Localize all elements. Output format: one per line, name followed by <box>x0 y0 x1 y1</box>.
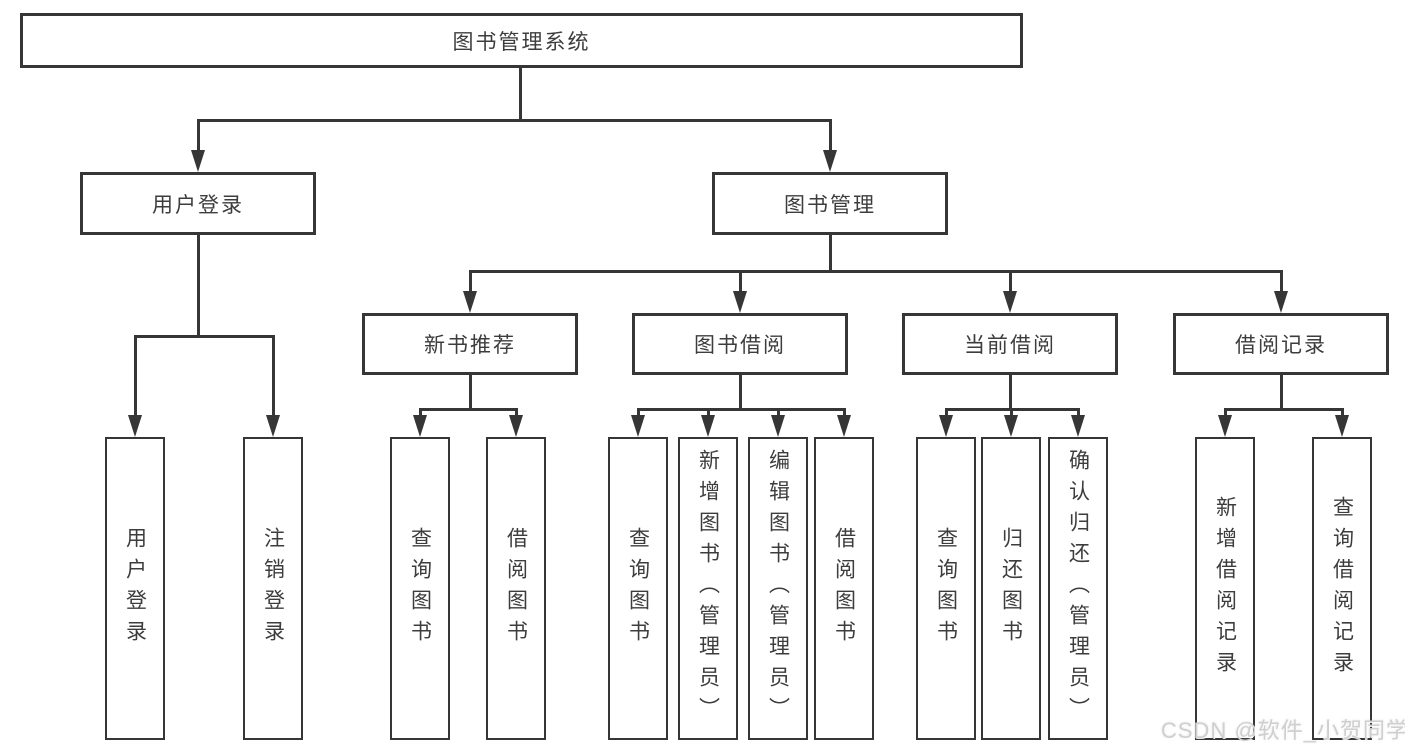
connector-line <box>637 408 640 420</box>
arrow-down-icon <box>631 415 645 437</box>
leaf-borrow-books-recommend: 借阅图书 <box>486 437 546 740</box>
connector-line <box>469 270 1283 273</box>
node-library-management-system: 图书管理系统 <box>20 13 1023 68</box>
leaf-label: 确认归还（管理员） <box>1066 449 1090 728</box>
connector-line <box>739 270 742 294</box>
node-current-borrowing: 当前借阅 <box>902 313 1118 375</box>
arrow-down-icon <box>771 415 785 437</box>
connector-line <box>197 119 832 122</box>
connector-line <box>777 408 780 420</box>
node-label: 当前借阅 <box>964 334 1056 357</box>
connector-line <box>1077 408 1080 420</box>
arrow-down-icon <box>1004 415 1018 437</box>
leaf-confirm-return-admin: 确认归还（管理员） <box>1048 437 1108 740</box>
leaf-add-book-admin: 新增图书（管理员） <box>678 437 738 740</box>
node-label: 借阅记录 <box>1235 334 1327 357</box>
connector-line <box>1010 408 1013 420</box>
leaf-query-borrow-record: 查询借阅记录 <box>1312 437 1372 740</box>
leaf-query-books-current: 查询图书 <box>916 437 976 740</box>
leaf-label: 借阅图书 <box>832 526 856 651</box>
leaf-add-borrow-record: 新增借阅记录 <box>1195 437 1255 740</box>
leaf-label: 查询图书 <box>408 526 432 651</box>
connector-line <box>469 375 472 408</box>
connector-line <box>515 408 518 420</box>
connector-line <box>1224 408 1344 411</box>
connector-line <box>637 408 846 411</box>
leaf-label: 编辑图书（管理员） <box>766 449 790 728</box>
connector-line <box>419 408 422 420</box>
node-user-login: 用户登录 <box>80 172 316 235</box>
arrow-down-icon <box>939 415 953 437</box>
leaf-label: 新增图书（管理员） <box>696 449 720 728</box>
leaf-label: 归还图书 <box>999 526 1023 651</box>
node-book-borrowing: 图书借阅 <box>632 313 848 375</box>
connector-line <box>945 408 948 420</box>
leaf-return-book: 归还图书 <box>981 437 1041 740</box>
connector-line <box>843 408 846 420</box>
connector-line <box>1009 375 1012 408</box>
arrow-down-icon <box>413 415 427 437</box>
arrow-down-icon <box>1003 291 1017 313</box>
node-label: 图书借阅 <box>694 334 786 357</box>
connector-line <box>829 235 832 270</box>
connector-line <box>272 335 275 418</box>
node-book-management: 图书管理 <box>712 172 948 235</box>
arrow-down-icon <box>128 415 142 437</box>
arrow-down-icon <box>701 415 715 437</box>
watermark: CSDN @软件_小贺同学 <box>1161 718 1405 743</box>
arrow-down-icon <box>837 415 851 437</box>
arrow-down-icon <box>733 291 747 313</box>
arrow-down-icon <box>1274 291 1288 313</box>
connector-line <box>197 119 200 153</box>
leaf-logout: 注销登录 <box>243 437 303 740</box>
node-label: 图书管理系统 <box>452 30 591 54</box>
connector-line <box>829 119 832 153</box>
leaf-label: 新增借阅记录 <box>1213 495 1237 682</box>
arrow-down-icon <box>463 291 477 313</box>
arrow-down-icon <box>1218 415 1232 437</box>
leaf-label: 查询图书 <box>934 526 958 651</box>
connector-line <box>519 68 522 119</box>
arrow-down-icon <box>1335 415 1349 437</box>
connector-line <box>1009 270 1012 294</box>
node-new-book-recommendation: 新书推荐 <box>362 313 578 375</box>
connector-line <box>469 270 472 294</box>
leaf-query-books-recommend: 查询图书 <box>390 437 450 740</box>
connector-line <box>707 408 710 420</box>
leaf-borrow-books-borrowing: 借阅图书 <box>814 437 874 740</box>
arrow-down-icon <box>509 415 523 437</box>
connector-line <box>419 408 518 411</box>
leaf-user-login: 用户登录 <box>105 437 165 740</box>
arrow-down-icon <box>823 150 837 172</box>
leaf-query-books-borrowing: 查询图书 <box>608 437 668 740</box>
connector-line <box>739 375 742 408</box>
leaf-label: 借阅图书 <box>504 526 528 651</box>
connector-line <box>1280 270 1283 294</box>
connector-line <box>1280 375 1283 408</box>
node-label: 图书管理 <box>784 193 876 217</box>
leaf-label: 查询图书 <box>626 526 650 651</box>
leaf-edit-book-admin: 编辑图书（管理员） <box>748 437 808 740</box>
connector-line <box>1341 408 1344 420</box>
node-borrowing-records: 借阅记录 <box>1173 313 1389 375</box>
arrow-down-icon <box>1071 415 1085 437</box>
node-label: 用户登录 <box>152 193 244 217</box>
connector-line <box>134 335 275 338</box>
connector-line <box>197 235 200 335</box>
leaf-label: 查询借阅记录 <box>1330 495 1354 682</box>
connector-line <box>1224 408 1227 420</box>
connector-line <box>134 335 137 418</box>
leaf-label: 用户登录 <box>123 526 147 651</box>
node-label: 新书推荐 <box>424 334 516 357</box>
arrow-down-icon <box>191 150 205 172</box>
leaf-label: 注销登录 <box>261 526 285 651</box>
arrow-down-icon <box>266 415 280 437</box>
